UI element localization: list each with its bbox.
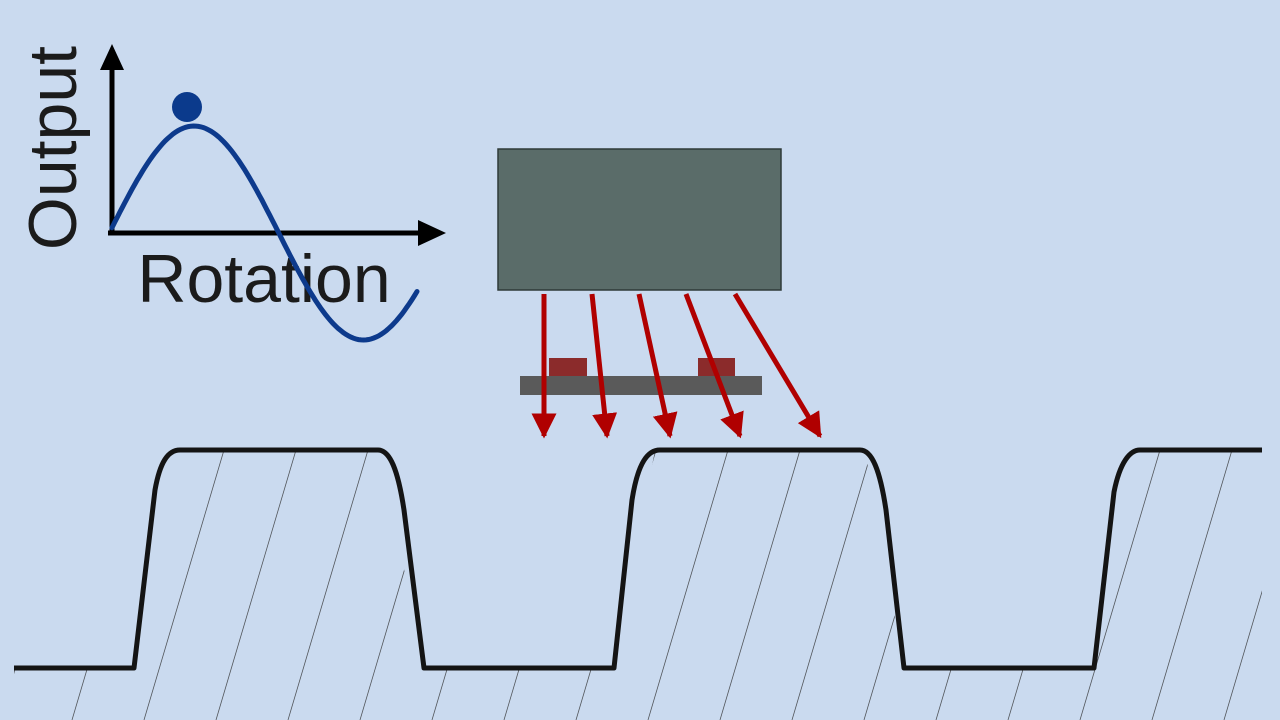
hatch-line <box>287 450 369 720</box>
x-axis-arrow-icon <box>418 220 446 246</box>
hatch-line <box>863 450 945 720</box>
beam-arrow-4 <box>683 293 744 439</box>
beam-arrow-2 <box>589 293 618 439</box>
circuit-board-plate <box>520 376 762 395</box>
gear-hatching <box>14 450 1262 720</box>
hatch-line <box>647 450 729 720</box>
hatch-line <box>575 450 657 720</box>
hatch-line <box>1151 450 1233 720</box>
hatch-line <box>1079 450 1161 720</box>
beam-arrow-3 <box>636 293 678 439</box>
output-rotation-graph: Output Rotation <box>15 44 446 343</box>
hatch-line <box>935 450 1017 720</box>
peak-marker-dot <box>172 92 202 122</box>
hatch-line <box>143 450 225 720</box>
hatch-line <box>1223 450 1262 720</box>
y-axis-arrow-icon <box>100 44 124 70</box>
hatch-line <box>503 450 585 720</box>
hatch-line <box>1007 450 1089 720</box>
circuit-board-icon <box>520 358 762 395</box>
sine-wave-curve <box>109 123 420 343</box>
gear-tooth-profile-icon <box>14 447 1262 671</box>
reflected-beam-arrows-icon <box>531 292 823 439</box>
sensor-housing-icon <box>497 148 782 291</box>
beam-arrow-5 <box>732 292 823 439</box>
hatch-line <box>791 450 873 720</box>
y-axis-label: Output <box>15 46 91 250</box>
hatch-line <box>431 450 513 720</box>
x-axis-label: Rotation <box>137 241 390 317</box>
board-component-left <box>549 358 587 377</box>
hatch-line <box>215 450 297 720</box>
hatch-line <box>719 450 801 720</box>
hatch-line <box>71 450 153 720</box>
hatch-line <box>14 450 81 720</box>
